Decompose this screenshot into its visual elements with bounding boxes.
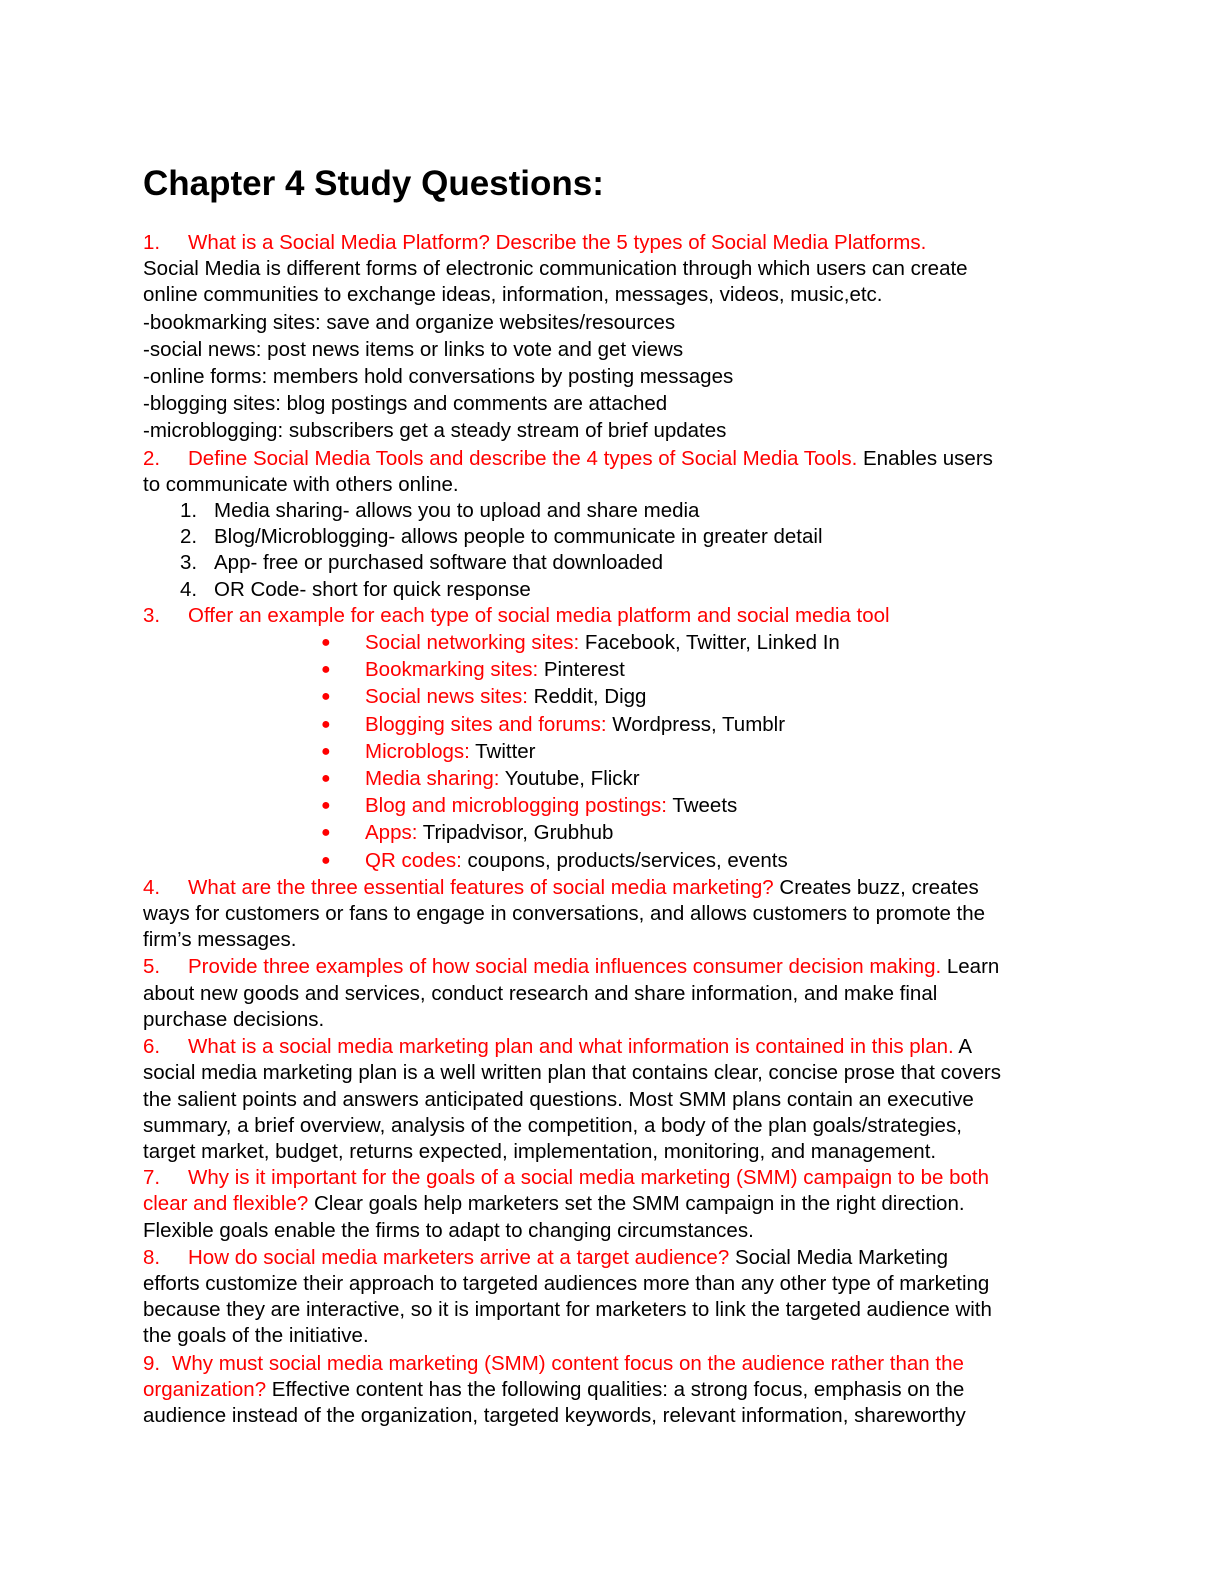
- example-item: ●Social networking sites: Facebook, Twit…: [143, 630, 1073, 656]
- answer-text: Effective content has the following qual…: [266, 1377, 965, 1401]
- question-6: 6. What is a social media marketing plan …: [143, 1034, 1073, 1060]
- example-item: ●Apps: Tripadvisor, Grubhub: [143, 820, 1073, 846]
- question-text: Offer an example for each type of social…: [188, 603, 890, 627]
- question-number: 6.: [143, 1035, 161, 1059]
- platform-type: -bookmarking sites: save and organize we…: [143, 310, 676, 334]
- question-9: 9. Why must social media marketing (SMM) …: [143, 1351, 1073, 1377]
- example-item: ●Microblogs: Twitter: [143, 739, 1073, 765]
- answer-text: Learn: [941, 955, 1000, 979]
- answer-line: target market, budget, returns expected,…: [143, 1139, 937, 1163]
- answer-text: Enables users: [857, 446, 993, 470]
- bullet-icon: ●: [321, 851, 331, 869]
- question-text: What is a Social Media Platform? Describ…: [188, 231, 927, 254]
- answer-line: summary, a brief overview, analysis of t…: [143, 1113, 962, 1137]
- bullet-icon: ●: [321, 797, 331, 815]
- question-4: 4. What are the three essential features …: [143, 875, 1073, 901]
- answer-line: efforts customize their approach to targ…: [143, 1271, 990, 1295]
- question-text: What are the three essential features of…: [188, 875, 774, 899]
- question-text: Why is it important for the goals of a s…: [188, 1166, 989, 1190]
- platform-type: -microblogging: subscribers get a steady…: [143, 419, 727, 443]
- answer-line: Flexible goals enable the firms to adapt…: [143, 1218, 754, 1242]
- answer-line: purchase decisions.: [143, 1007, 325, 1031]
- bullet-icon: ●: [321, 715, 331, 733]
- question-5: 5. Provide three examples of how social m…: [143, 954, 1073, 980]
- answer-line: social media marketing plan is a well wr…: [143, 1061, 1002, 1085]
- question-7-cont: clear and flexible? Clear goals help mar…: [143, 1191, 1073, 1217]
- tool-item: 4.OR Code- short for quick response: [180, 577, 531, 601]
- document-body: 1. What is a Social Media Platform? Descr…: [143, 230, 1073, 1429]
- question-2: 2. Define Social Media Tools and describe…: [143, 446, 1073, 472]
- question-8: 8. How do social media marketers arrive a…: [143, 1245, 1073, 1271]
- bullet-icon: ●: [321, 634, 331, 652]
- tools-list: 1.Media sharing- allows you to upload an…: [143, 498, 1073, 603]
- question-number: 1.: [143, 231, 161, 254]
- tool-item: 1.Media sharing- allows you to upload an…: [180, 499, 700, 523]
- question-text: What is a social media marketing plan an…: [188, 1035, 954, 1059]
- answer-text: Creates buzz, creates: [773, 875, 979, 899]
- question-text: organization?: [143, 1377, 267, 1401]
- bullet-icon: ●: [321, 824, 331, 842]
- question-1: 1. What is a Social Media Platform? Descr…: [143, 230, 1073, 256]
- question-text: Provide three examples of how social med…: [188, 955, 942, 979]
- question-text: How do social media marketers arrive at …: [188, 1245, 730, 1269]
- answer-line: ways for customers or fans to engage in …: [143, 902, 986, 926]
- question-number: 7.: [143, 1166, 161, 1190]
- example-item: ●Blogging sites and forums: Wordpress, T…: [143, 712, 1073, 738]
- answer-line: because they are interactive, so it is i…: [143, 1298, 992, 1322]
- answer-line: audience instead of the organization, ta…: [143, 1403, 966, 1427]
- question-text: Define Social Media Tools and describe t…: [188, 446, 858, 470]
- example-item: ●QR codes: coupons, products/services, e…: [143, 848, 1073, 874]
- answer-line: the goals of the initiative.: [143, 1324, 369, 1348]
- question-number: 8.: [143, 1245, 161, 1269]
- page-title: Chapter 4 Study Questions:: [143, 164, 604, 203]
- question-7: 7. Why is it important for the goals of a…: [143, 1165, 1073, 1191]
- question-9-cont: organization? Effective content has the …: [143, 1377, 1073, 1403]
- answer-text: Social Media Marketing: [729, 1245, 949, 1269]
- examples-list: ●Social networking sites: Facebook, Twit…: [143, 630, 1073, 874]
- question-number: 3.: [143, 603, 161, 627]
- tool-item: 2.Blog/Microblogging- allows people to c…: [180, 525, 823, 549]
- example-item: ●Blog and microblogging postings: Tweets: [143, 793, 1073, 819]
- platform-type: -online forms: members hold conversation…: [143, 365, 734, 389]
- bullet-icon: ●: [321, 770, 331, 788]
- example-item: ●Media sharing: Youtube, Flickr: [143, 766, 1073, 792]
- bullet-icon: ●: [321, 742, 331, 760]
- bullet-icon: ●: [321, 688, 331, 706]
- bullet-icon: ●: [321, 661, 331, 679]
- example-item: ●Bookmarking sites: Pinterest: [143, 657, 1073, 683]
- example-item: ●Social news sites: Reddit, Digg: [143, 684, 1073, 710]
- platform-type: -social news: post news items or links t…: [143, 337, 684, 361]
- tool-item: 3.App- free or purchased software that d…: [180, 551, 663, 575]
- answer-line: the salient points and answers anticipat…: [143, 1087, 974, 1111]
- question-number: 9.: [143, 1351, 161, 1375]
- question-text: Why must social media marketing (SMM) co…: [172, 1351, 964, 1375]
- answer-line: online communities to exchange ideas, in…: [143, 283, 883, 307]
- platform-type: -blogging sites: blog postings and comme…: [143, 392, 668, 416]
- question-3: 3. Offer an example for each type of soci…: [143, 603, 1073, 629]
- answer-text: Clear goals help marketers set the SMM c…: [308, 1192, 965, 1216]
- answer-text: A: [953, 1035, 972, 1059]
- question-number: 5.: [143, 955, 161, 979]
- question-number: 2.: [143, 446, 161, 470]
- question-text: clear and flexible?: [143, 1192, 309, 1216]
- answer-line: Social Media is different forms of elect…: [143, 257, 968, 281]
- answer-line: firm’s messages.: [143, 928, 297, 952]
- answer-line: to communicate with others online.: [143, 472, 459, 496]
- answer-line: about new goods and services, conduct re…: [143, 981, 938, 1005]
- question-number: 4.: [143, 875, 161, 899]
